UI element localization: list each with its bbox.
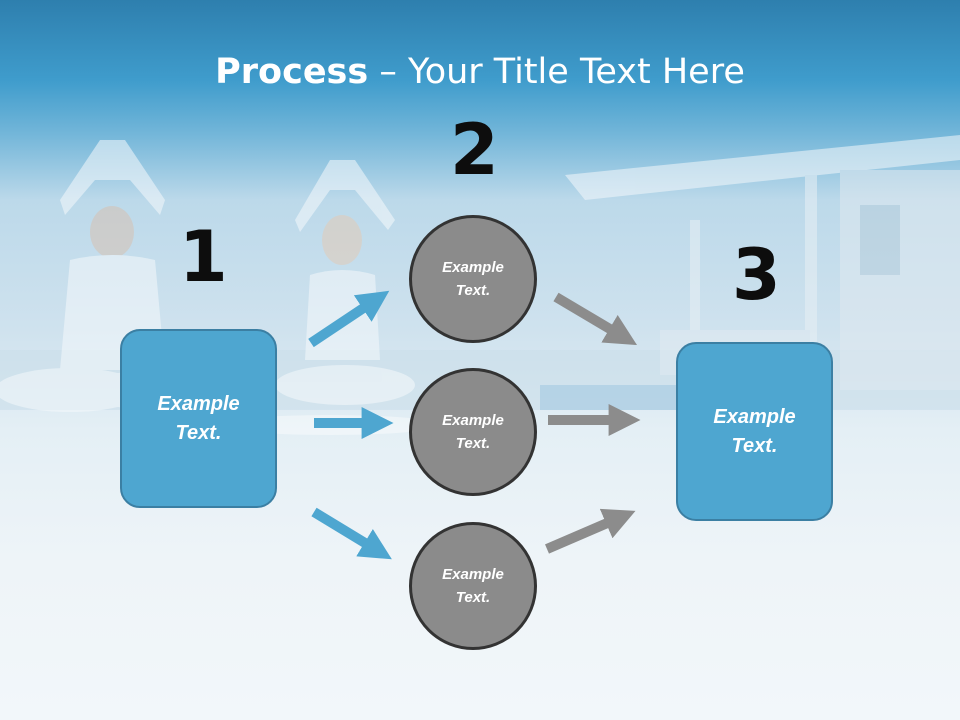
process-circle-middle: Example Text. — [409, 368, 537, 496]
circle-middle-label: Example Text. — [442, 412, 504, 452]
step-box-3: Example Text. — [676, 342, 833, 521]
step-box-3-label: Example Text. — [713, 405, 796, 457]
step-number-2: 2 — [450, 109, 499, 191]
arrow-gray-up — [545, 508, 636, 554]
step-box-1: Example Text. — [120, 329, 277, 508]
step-number-3: 3 — [732, 234, 781, 316]
process-circle-top: Example Text. — [409, 215, 537, 343]
slide-title: Process – Your Title Text Here — [0, 52, 960, 92]
circle-bottom-label: Example Text. — [442, 566, 504, 606]
circle-top-label: Example Text. — [442, 259, 504, 299]
step-box-1-label: Example Text. — [157, 392, 240, 444]
process-circle-bottom: Example Text. — [409, 522, 537, 650]
arrow-blue-up — [308, 290, 390, 348]
title-bold: Process — [215, 52, 369, 92]
title-rest: – Your Title Text Here — [368, 52, 745, 92]
step-number-1: 1 — [179, 216, 228, 298]
arrow-blue-down — [311, 507, 392, 560]
arrow-gray-down — [553, 292, 638, 346]
